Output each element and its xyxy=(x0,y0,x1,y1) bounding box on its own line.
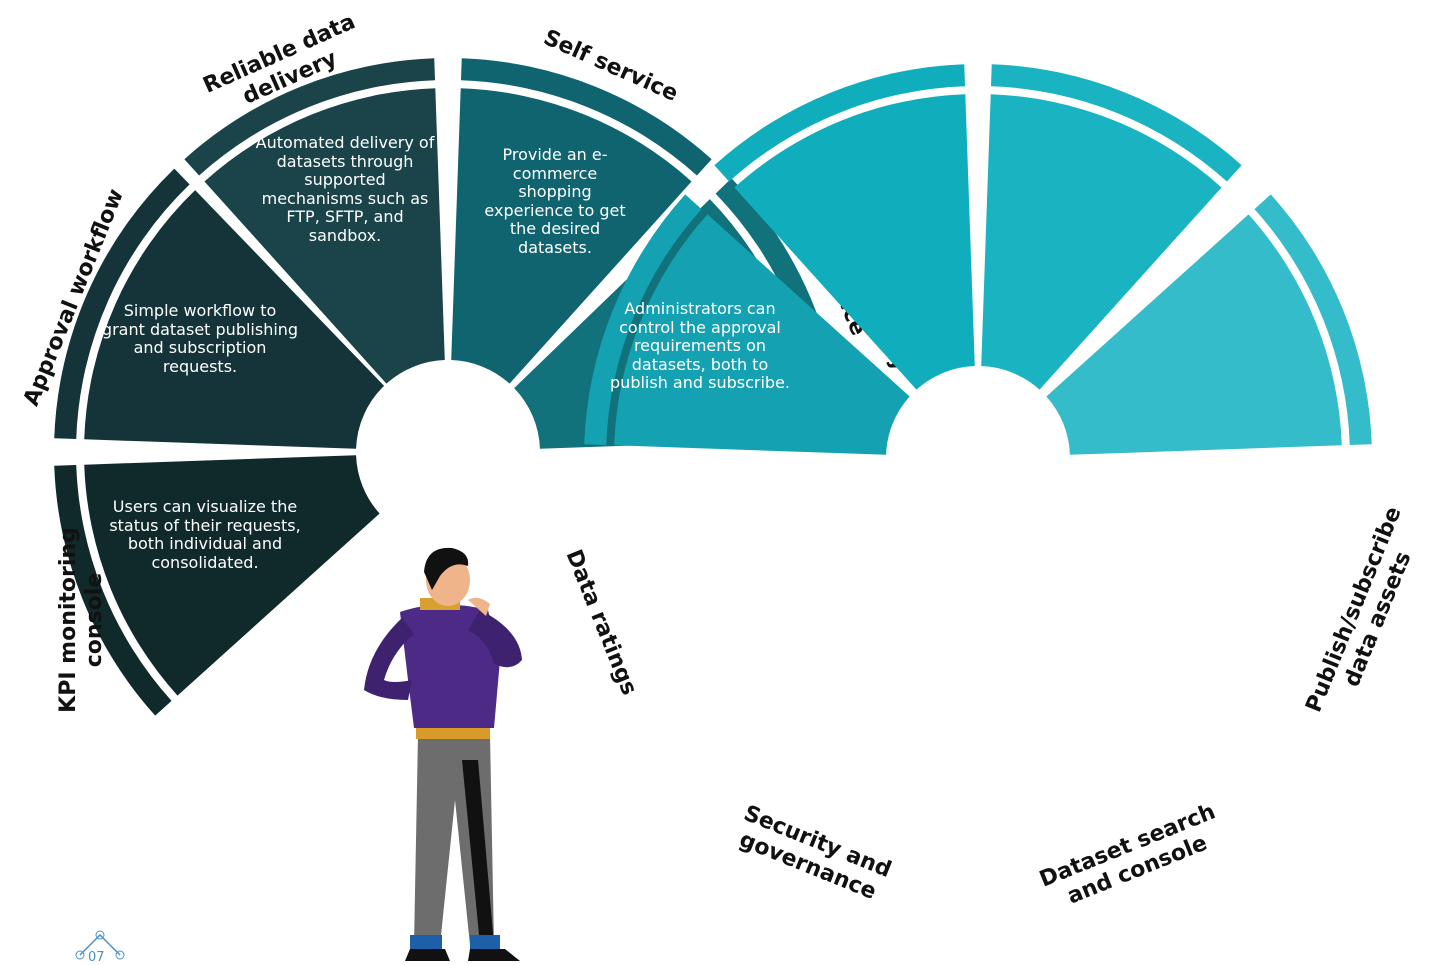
segment-description-search: Enables user to search for dataset and s… xyxy=(1020,679,1145,754)
segment-description-ratings: Users can rank and comment on the datase… xyxy=(635,489,791,582)
segment-description-approval: Simple workflow to grant dataset publish… xyxy=(101,301,299,376)
segment-wedge-publish xyxy=(1046,214,1342,455)
segment-band-kpi xyxy=(54,464,172,716)
segment-band-search xyxy=(990,64,1242,182)
segment-title-security: Security andgovernance xyxy=(730,801,894,907)
segment-band-publish xyxy=(1254,194,1372,446)
segment-description-kpi: Users can visualize the status of their … xyxy=(109,497,301,572)
segment-description-reliable: Automated delivery of datasets through s… xyxy=(255,133,435,245)
segment-band-self_service xyxy=(460,58,712,176)
segment-wedge-self_service xyxy=(451,88,692,384)
segment-band-ratings xyxy=(584,194,702,446)
segment-wedge-search xyxy=(981,94,1222,390)
segment-wedge-reliable xyxy=(204,88,445,384)
segment-wedge-ratings xyxy=(614,214,910,455)
segment-description-governance: Administrators can control the approval … xyxy=(610,299,790,392)
segment-band-security xyxy=(714,64,966,182)
segment-title-search: Dataset searchand console xyxy=(1036,799,1229,916)
page-number: 07 xyxy=(88,950,105,965)
segment-title-kpi: KPI monitoringconsole xyxy=(56,527,107,713)
segment-wedge-approval xyxy=(84,190,385,449)
network-icon xyxy=(75,930,125,960)
segment-band-approval xyxy=(54,168,190,440)
segment-wedge-security xyxy=(734,94,975,390)
segment-description-security: Provides the ability to authenticate use… xyxy=(798,659,952,771)
segment-band-reliable xyxy=(184,58,436,176)
segment-wedge-kpi xyxy=(84,455,380,696)
segment-description-self_service: Provide an e-commerce shopping experienc… xyxy=(484,145,626,257)
segment-description-publish: An intuitive user interface to publish a… xyxy=(1189,509,1321,621)
